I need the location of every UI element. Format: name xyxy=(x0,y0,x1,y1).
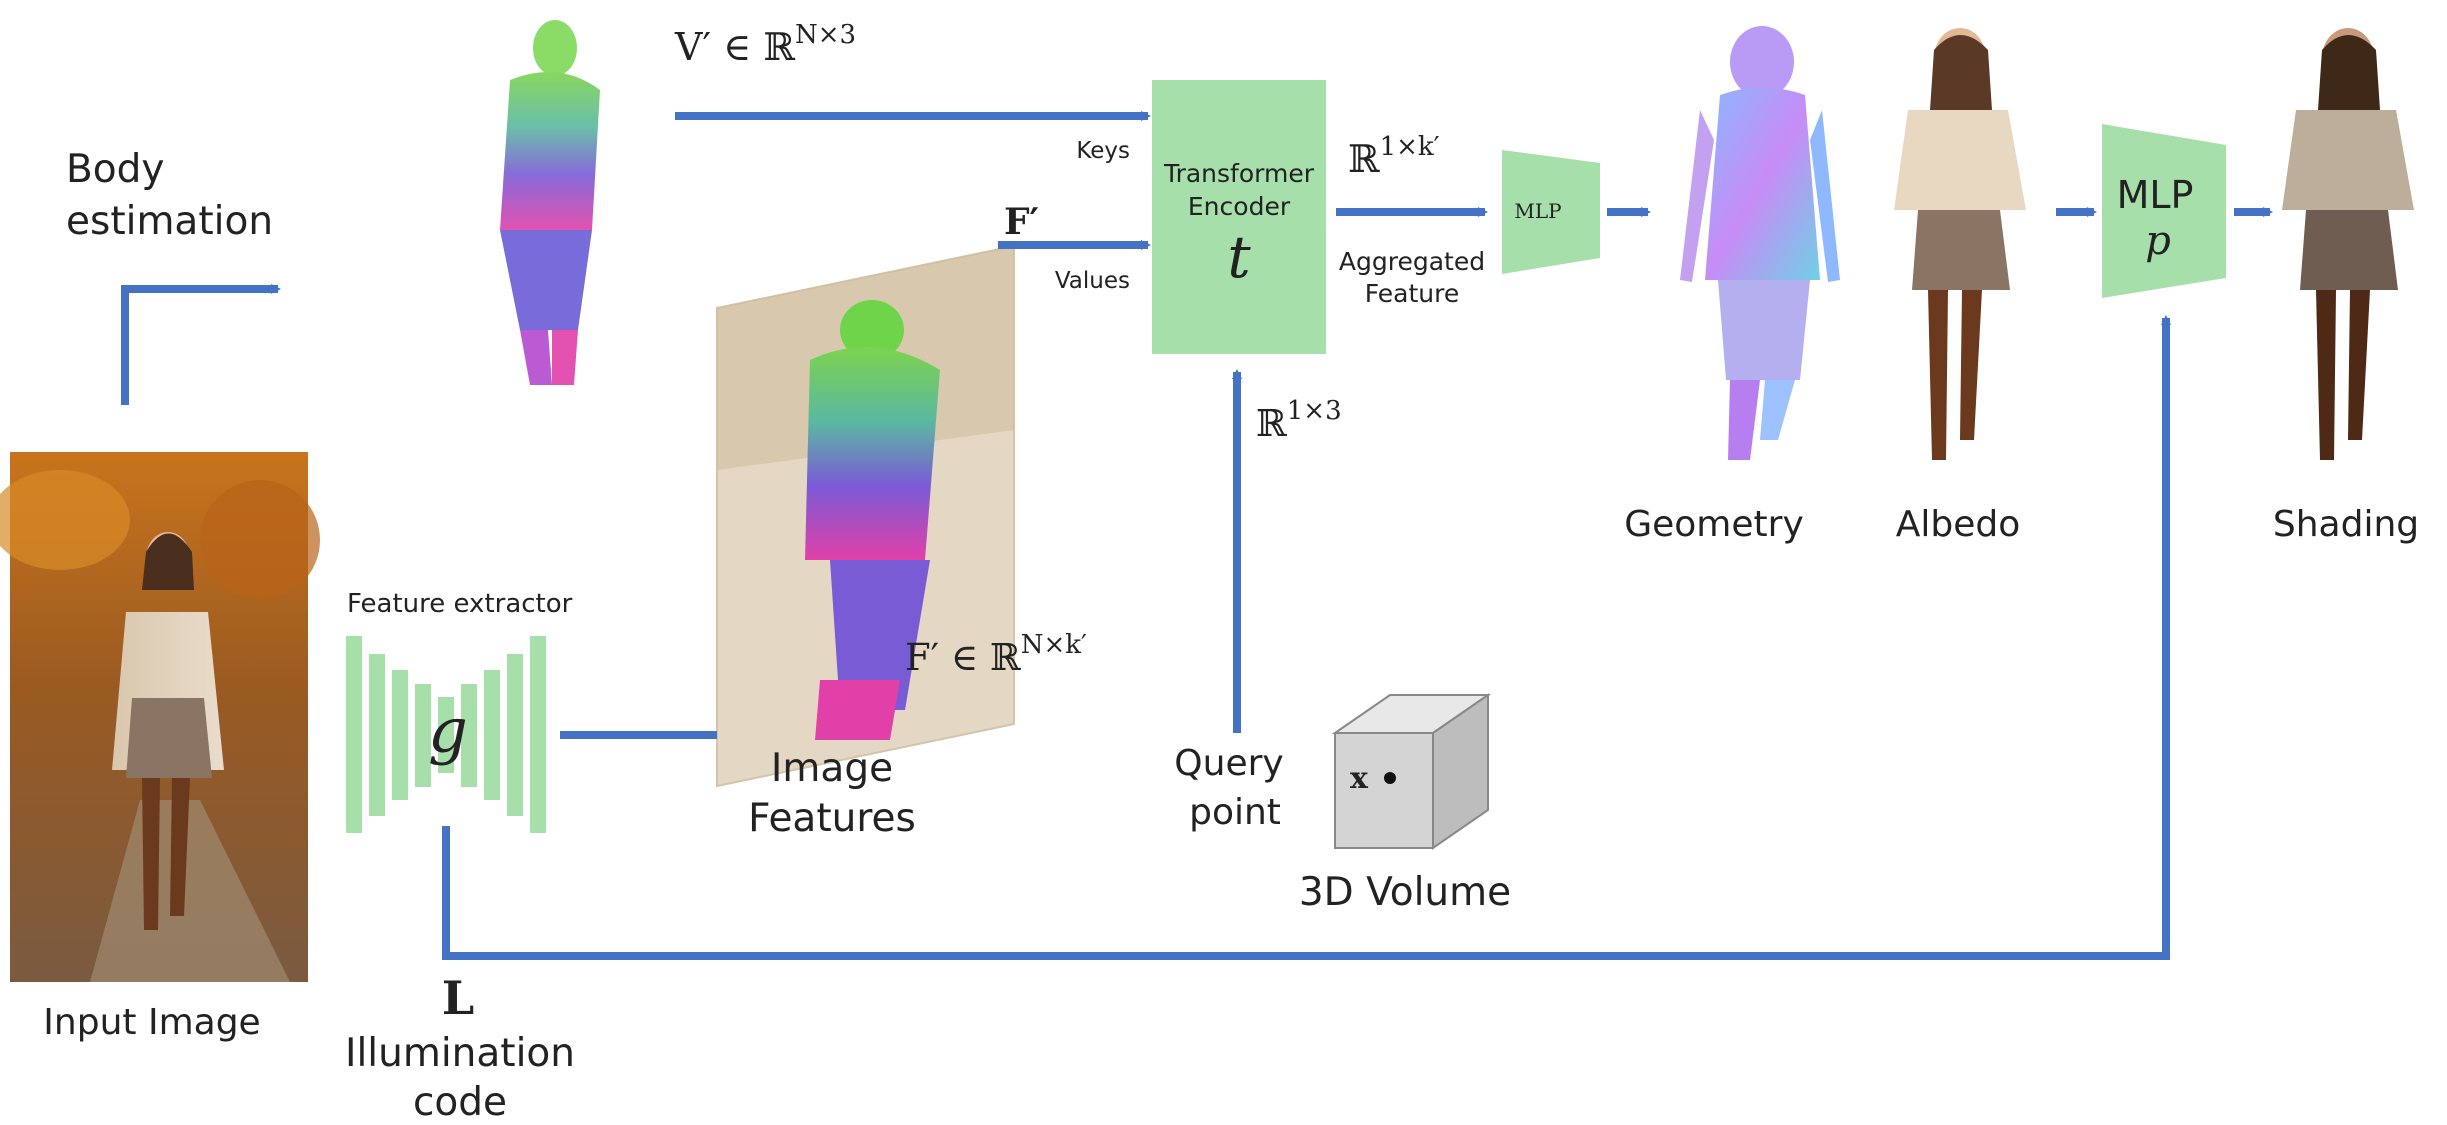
keys-label: Keys xyxy=(1076,138,1130,164)
volume-caption: 3D Volume xyxy=(1299,870,1511,915)
r-1k-formula: ℝ1×k′ xyxy=(1348,132,1440,181)
geometry-caption: Geometry xyxy=(1624,504,1804,545)
transformer-label-line2: Encoder xyxy=(1188,192,1291,221)
input-image-caption: Input Image xyxy=(43,1002,260,1043)
f-prime-formula-bottom: F′ ∈ ℝN×k′ xyxy=(905,630,1087,679)
body-estimation-arrow xyxy=(121,284,281,405)
body-estimation-label-line2: estimation xyxy=(66,199,273,244)
image-features-caption-line2: Features xyxy=(748,796,916,841)
volume-query-dot xyxy=(1384,772,1396,784)
aggregated-feature-label-line1: Aggregated xyxy=(1339,247,1485,276)
albedo-caption: Albedo xyxy=(1896,504,2021,545)
small-mlp-label: MLP xyxy=(1514,199,1561,223)
feature-extractor-label: Feature extractor xyxy=(347,589,573,619)
transformer-encoder-box xyxy=(1152,80,1326,354)
body-estimation-label-line1: Body xyxy=(66,147,164,192)
r-13-formula: ℝ1×3 xyxy=(1256,396,1342,445)
small-mlp-block xyxy=(1502,150,1600,274)
illumination-label-line2: code xyxy=(413,1080,507,1125)
p-symbol: p xyxy=(2145,218,2171,264)
f-prime-formula-top: F′ xyxy=(1004,201,1039,243)
large-mlp-label: MLP xyxy=(2117,173,2194,217)
person-figure xyxy=(112,532,224,930)
image-features-panel xyxy=(716,244,1015,788)
values-label: Values xyxy=(1055,268,1130,294)
shading-render xyxy=(2282,28,2414,460)
albedo-render xyxy=(1894,28,2026,460)
aggregated-feature-label-line2: Feature xyxy=(1365,279,1459,308)
illumination-arrow xyxy=(442,315,2171,960)
shading-caption: Shading xyxy=(2273,504,2419,545)
input-image xyxy=(0,452,320,982)
query-point-label-line1: Query xyxy=(1174,743,1283,784)
illumination-label-line1: Illumination xyxy=(345,1031,575,1076)
geometry-render xyxy=(1680,26,1840,460)
g-symbol: g xyxy=(428,694,468,767)
volume-x-symbol: x xyxy=(1350,761,1369,796)
v-prime-formula: V′ ∈ ℝN×3 xyxy=(674,20,856,69)
query-point-label-line2: point xyxy=(1189,792,1281,833)
feature-extractor-network xyxy=(346,636,546,833)
point-cloud-top xyxy=(500,20,600,385)
transformer-label-line1: Transformer xyxy=(1163,159,1315,188)
large-mlp-block xyxy=(2102,124,2226,298)
volume-cube xyxy=(1331,693,1492,850)
t-symbol: t xyxy=(1227,223,1251,291)
l-symbol: L xyxy=(442,971,474,1025)
image-features-caption-line1: Image xyxy=(771,746,893,791)
